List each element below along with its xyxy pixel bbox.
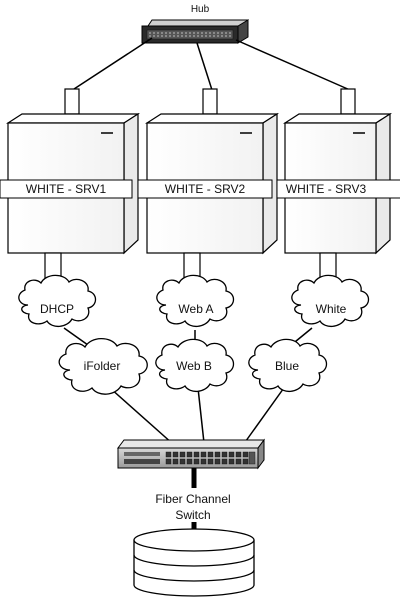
storage-array-icon bbox=[133, 528, 255, 597]
fiber-channel-switch bbox=[117, 438, 265, 470]
server-srv1-label: WHITE - SRV1 bbox=[26, 182, 107, 196]
cloud-blue: Blue bbox=[248, 338, 328, 393]
switch-label-line2: Switch bbox=[175, 508, 210, 522]
cloud-ifolder-label: iFolder bbox=[84, 359, 121, 373]
cloud-dhcp-label: DHCP bbox=[40, 302, 74, 316]
switch-label-line1: Fiber Channel bbox=[155, 492, 230, 506]
cloud-dhcp: DHCP bbox=[18, 274, 97, 328]
cloud-web-a: Web A bbox=[156, 274, 235, 328]
cloud-web-b-label: Web B bbox=[176, 359, 212, 373]
cloud-white: White bbox=[291, 274, 370, 328]
hub-label: Hub bbox=[191, 4, 210, 15]
hub-links bbox=[73, 37, 351, 91]
cloud-blue-label: Blue bbox=[275, 359, 299, 373]
switch-ports bbox=[165, 451, 249, 465]
server-srv3-label: WHITE - SRV3 bbox=[286, 182, 367, 196]
hub-device: Hub bbox=[141, 4, 249, 44]
cloud-white-label: White bbox=[316, 302, 347, 316]
cloud-ifolder: iFolder bbox=[58, 337, 148, 395]
server-srv2: WHITE - SRV2 bbox=[137, 88, 280, 280]
server-top-connector bbox=[64, 88, 80, 115]
cloud-web-b: Web B bbox=[155, 338, 235, 393]
server-top-connector bbox=[202, 88, 218, 115]
cloud-web-a-label: Web A bbox=[178, 302, 213, 316]
server-top-connector bbox=[340, 88, 356, 115]
server-srv1: WHITE - SRV1 bbox=[0, 88, 141, 280]
server-srv3: WHITE - SRV3 bbox=[276, 88, 400, 280]
server-srv2-label: WHITE - SRV2 bbox=[165, 182, 246, 196]
